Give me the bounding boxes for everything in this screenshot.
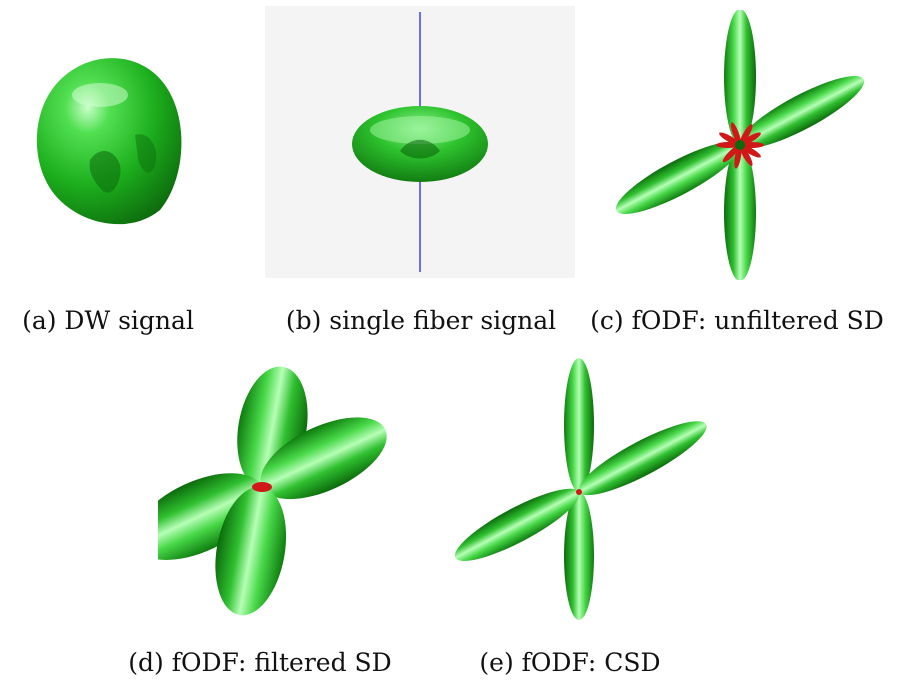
fodf-four-lobe-crossing-glyph [454,358,707,620]
negative-lobes [252,482,272,492]
single-fiber-disk-glyph [265,6,575,278]
caption-b: (b) single fiber signal [285,306,557,335]
caption-e: (e) fODF: CSD [479,648,661,677]
caption-c: (c) fODF: unfiltered SD [590,306,884,335]
fodf-broad-lobed-glyph [158,366,387,616]
negative-lobes [576,489,582,495]
panel-d [158,360,398,622]
panel-c [602,10,877,280]
caption-d: (d) fODF: filtered SD [128,648,392,677]
panel-e [445,356,715,626]
negative-lobes [716,122,764,169]
panel-a [20,40,200,240]
fodf-four-lobe-glyph-with-red-spikes [615,10,865,280]
dw-signal-glyph [36,58,182,225]
caption-a: (a) DW signal [22,306,194,335]
panel-b [265,6,575,278]
